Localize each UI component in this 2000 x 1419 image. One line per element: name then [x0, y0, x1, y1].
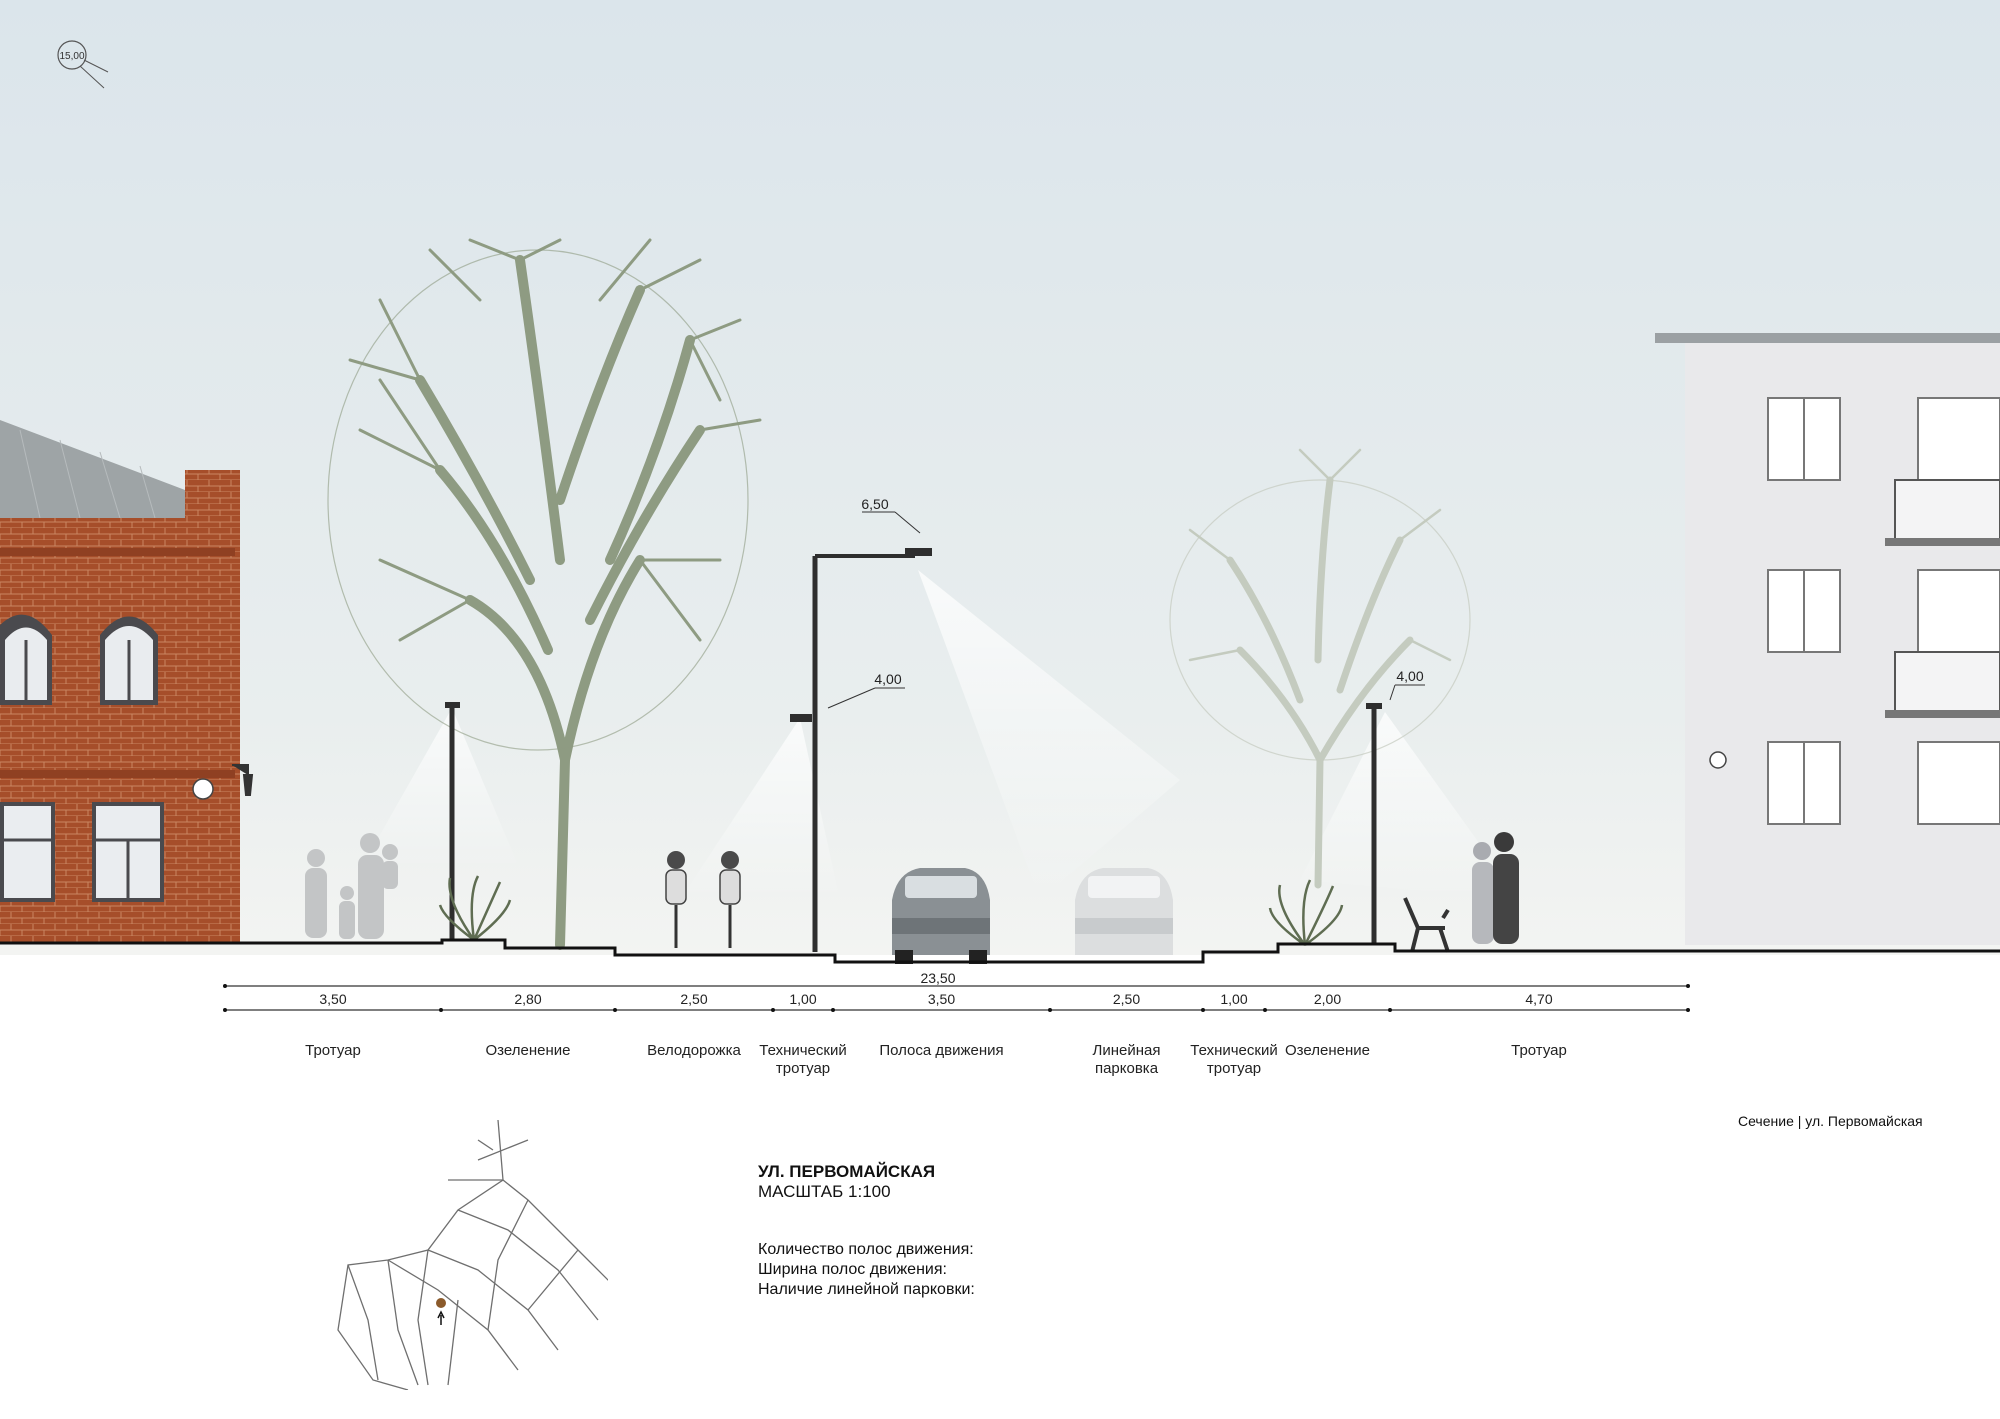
segment-label: парковка	[1095, 1060, 1159, 1077]
segment-tick	[831, 1008, 835, 1012]
total-dimension: 23,50	[223, 970, 1690, 988]
direction-badge: 15,00	[57, 40, 109, 89]
segment-width-label: 2,50	[680, 991, 707, 1007]
segment-tick	[1048, 1008, 1052, 1012]
segment-label: Велодорожка	[647, 1042, 741, 1059]
param-parking: Наличие линейной парковки:	[758, 1281, 975, 1298]
segment-width-label: 3,50	[319, 991, 346, 1007]
car-moving	[892, 868, 990, 964]
segment-tick	[613, 1008, 617, 1012]
large-tree	[327, 238, 762, 950]
segment-tick	[1263, 1008, 1267, 1012]
street-parameters: Количество полос движения: Ширина полос …	[758, 1240, 975, 1300]
segment-width-label: 2,00	[1314, 991, 1341, 1007]
pedestrians-right	[1472, 832, 1519, 944]
ground-profile	[0, 938, 2000, 964]
param-lane-count: Количество полос движения:	[758, 1241, 974, 1258]
segment-tick	[223, 1008, 227, 1012]
segment-label: тротуар	[1207, 1060, 1261, 1077]
shrubs	[438, 875, 1344, 947]
segment-label: Озеленение	[1285, 1042, 1370, 1059]
segment-tick	[771, 1008, 775, 1012]
segment-label: Полоса движения	[879, 1042, 1003, 1059]
light-cones	[360, 570, 1520, 900]
small-tree	[1169, 448, 1471, 889]
height-label-main-low: 4,00	[874, 671, 901, 687]
segment-width-label: 2,80	[514, 991, 541, 1007]
segment-label: Тротуар	[305, 1042, 361, 1059]
bench	[1403, 897, 1450, 953]
segment-width-label: 3,50	[928, 991, 955, 1007]
balconies	[1885, 479, 2000, 718]
street-title: УЛ. ПЕРВОМАЙСКАЯ	[758, 1162, 936, 1181]
height-label-right: 4,00	[1396, 668, 1423, 684]
height-markers	[827, 511, 1425, 709]
total-width-label: 23,50	[920, 970, 955, 986]
segment-label: Линейная	[1093, 1042, 1161, 1059]
segment-tick	[1686, 1008, 1690, 1012]
segment-tick	[439, 1008, 443, 1012]
location-minimap	[337, 1120, 608, 1390]
segment-tick	[1201, 1008, 1205, 1012]
car-parked	[1075, 868, 1173, 955]
segment-label: тротуар	[776, 1060, 830, 1077]
segment-width-label: 1,00	[789, 991, 816, 1007]
brick-building	[0, 420, 254, 943]
segment-label: Тротуар	[1511, 1042, 1567, 1059]
apartment-building	[1655, 333, 2000, 945]
segment-width-label: 1,00	[1220, 991, 1247, 1007]
sky	[0, 0, 2000, 955]
height-label-main-top: 6,50	[861, 496, 888, 512]
segment-width-label: 4,70	[1525, 991, 1552, 1007]
segment-label: Озеленение	[486, 1042, 571, 1059]
segment-width-label: 2,50	[1113, 991, 1140, 1007]
cyclists	[665, 851, 741, 948]
param-lane-width: Ширина полос движения:	[758, 1261, 947, 1278]
sheet-caption: Сечение | ул. Первомайская	[1738, 1113, 1923, 1129]
direction-badge-label: 15,00	[59, 51, 84, 62]
segment-label: Технический	[1190, 1042, 1277, 1059]
pedestrians-left	[305, 833, 398, 939]
scale-label: МАСШТАБ 1:100	[758, 1182, 891, 1201]
segment-tick	[1388, 1008, 1392, 1012]
segment-label: Технический	[759, 1042, 846, 1059]
